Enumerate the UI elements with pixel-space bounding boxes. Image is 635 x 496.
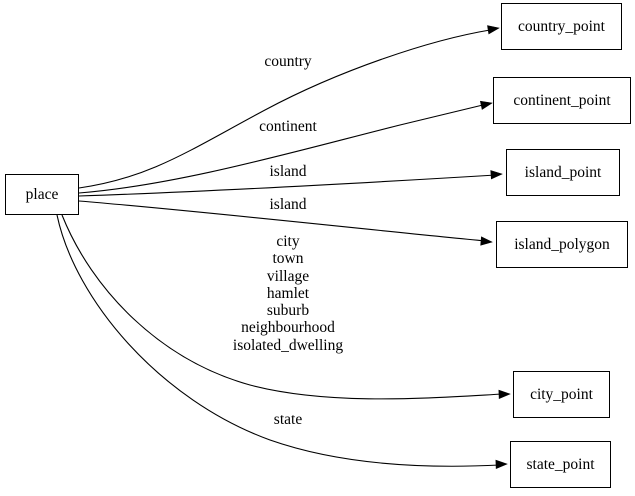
arrowhead-place-island_point [490, 170, 503, 180]
edge-label-line: continent [259, 118, 317, 135]
edge-place-island_point [78, 174, 497, 197]
edge-place-city_point [61, 214, 504, 400]
arrowhead-place-country_point [487, 25, 500, 35]
node-continent_point[interactable]: continent_point [493, 77, 631, 124]
arrowhead-place-city_point [498, 389, 511, 400]
edge-label-line: suburb [266, 302, 310, 320]
edge-label-line: state [273, 411, 303, 428]
edge-place-continent_point [78, 103, 488, 194]
node-island_polygon[interactable]: island_polygon [496, 221, 628, 268]
edge-label-line: country [264, 53, 312, 70]
arrowhead-place-continent_point [479, 100, 493, 110]
edge-label-place-state_point: state [274, 411, 302, 428]
node-country_point[interactable]: country_point [501, 3, 622, 50]
edge-label-place-continent_point: continent [259, 118, 317, 135]
node-city_point[interactable]: city_point [513, 371, 610, 418]
node-label: island_polygon [514, 235, 610, 253]
node-label: country_point [518, 17, 605, 35]
edge-label-line: hamlet [266, 284, 310, 302]
edge-label-line: isolated_dwelling [232, 336, 344, 354]
arrowhead-place-island_polygon [480, 236, 493, 246]
edge-label-line: village [266, 267, 310, 285]
node-state_point[interactable]: state_point [510, 441, 611, 488]
node-label: place [25, 185, 59, 203]
edge-place-state_point [56, 214, 501, 467]
edge-label-line: island [269, 196, 307, 213]
node-label: island_point [524, 163, 602, 181]
edge-label-line: city [276, 233, 300, 250]
node-label: continent_point [513, 91, 611, 109]
node-label: state_point [526, 455, 595, 473]
edge-label-line: island [269, 163, 307, 180]
edge-label-place-island_point: island [269, 163, 306, 180]
node-label: city_point [530, 385, 593, 403]
edge-label-line: neighbourhood [241, 319, 335, 337]
node-place[interactable]: place [5, 174, 79, 215]
edge-label-place-island_polygon: island [269, 196, 306, 213]
edge-place-country_point [78, 29, 491, 189]
arrowhead-place-state_point [495, 459, 508, 470]
edge-label-line: town [272, 250, 304, 268]
node-island_point[interactable]: island_point [506, 149, 620, 196]
edge-label-place-country_point: country [264, 53, 311, 70]
edge-place-island_polygon [78, 200, 487, 242]
